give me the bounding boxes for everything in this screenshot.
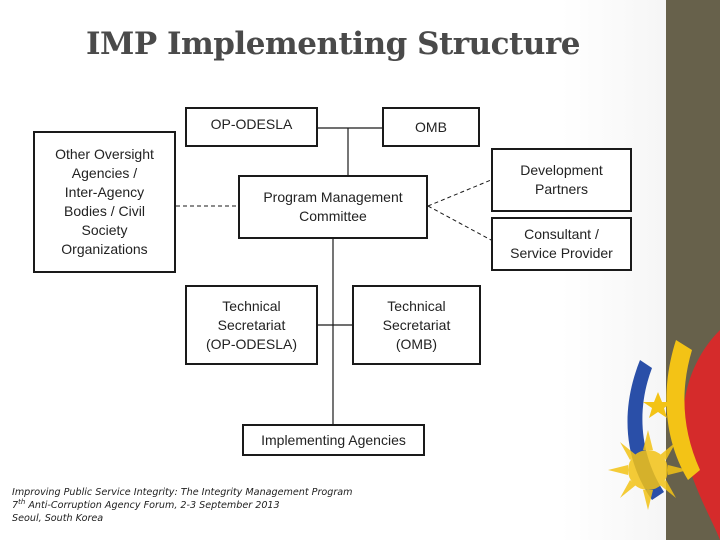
- connector-pmc-dev: [427, 179, 492, 207]
- box-pmc-label: Program Management Committee: [263, 189, 403, 224]
- box-ts-omb-label: Technical Secretariat (OMB): [382, 297, 451, 352]
- box-program-management-committee: Program Management Committee: [238, 175, 428, 239]
- connector-pmc-consultant: [427, 205, 492, 241]
- box-omb-label: OMB: [415, 118, 447, 135]
- footer-line-2-text: Anti-Corruption Agency Forum, 2-3 Septem…: [25, 500, 280, 511]
- box-consultant-label: Consultant / Service Provider: [510, 226, 613, 261]
- footer-line-2-number: 7: [12, 500, 19, 511]
- slide-title: IMP Implementing Structure: [86, 26, 580, 62]
- footer-line-3: Seoul, South Korea: [12, 513, 104, 524]
- footer-line-2: 7th Anti-Corruption Agency Forum, 2-3 Se…: [12, 497, 432, 512]
- box-dev-partners-label: Development Partners: [520, 162, 603, 197]
- box-implementing-agencies: Implementing Agencies: [242, 424, 425, 456]
- footer-line-2-sup: th: [18, 497, 26, 506]
- box-omb: OMB: [382, 107, 480, 147]
- box-development-partners: Development Partners: [491, 148, 632, 212]
- box-impl-agencies-label: Implementing Agencies: [261, 431, 406, 448]
- box-consultant-service-provider: Consultant / Service Provider: [491, 217, 632, 271]
- box-ts-omb: Technical Secretariat (OMB): [352, 285, 481, 365]
- box-op-odesla-label: OP-ODESLA: [210, 116, 293, 132]
- box-op-odesla: OP-ODESLA: [185, 107, 318, 147]
- box-ts-op-odesla: Technical Secretariat (OP-ODESLA): [185, 285, 318, 365]
- footer-note: Improving Public Service Integrity: The …: [12, 486, 432, 525]
- flag-sun-emblem: [608, 330, 720, 540]
- box-other-oversight-label: Other Oversight Agencies / Inter-Agency …: [55, 146, 154, 257]
- box-other-oversight: Other Oversight Agencies / Inter-Agency …: [33, 131, 176, 273]
- box-ts-odesla-label: Technical Secretariat (OP-ODESLA): [205, 297, 297, 352]
- footer-line-1: Improving Public Service Integrity: The …: [12, 487, 353, 498]
